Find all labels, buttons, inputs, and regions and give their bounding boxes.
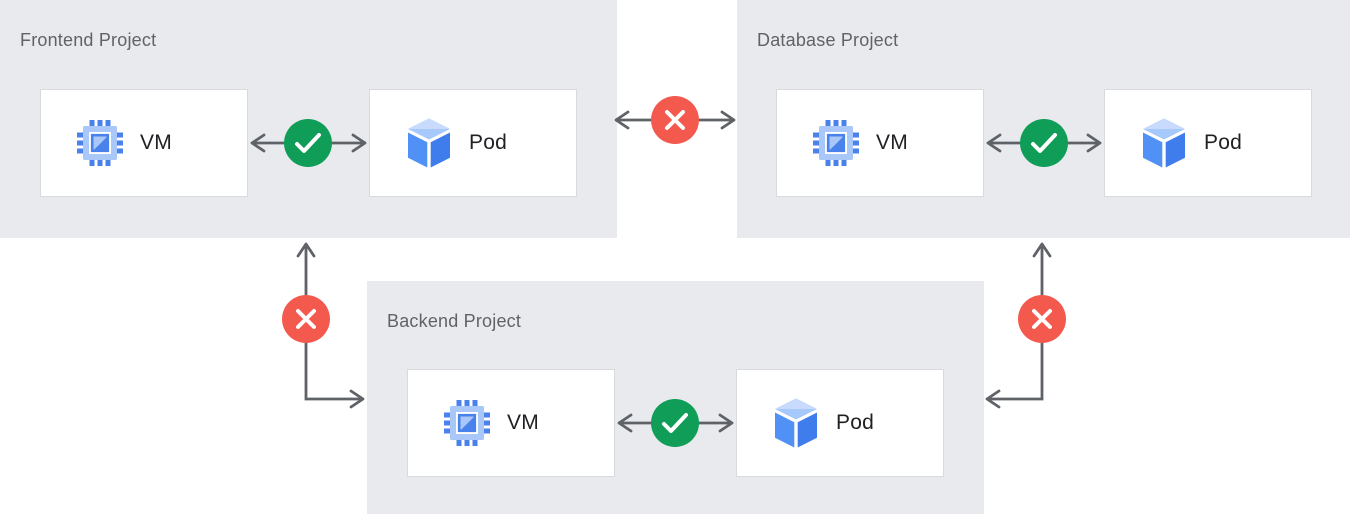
pod-cube-icon bbox=[1140, 117, 1188, 169]
backend-project-title: Backend Project bbox=[387, 311, 522, 331]
compute-engine-vm-icon bbox=[812, 119, 860, 167]
arrowhead-up-icon bbox=[1032, 242, 1052, 258]
pod-cube-icon bbox=[405, 117, 453, 169]
panel-frontend-project: Frontend Project VM Pod bbox=[0, 0, 617, 238]
blocked-status-circle bbox=[651, 96, 699, 144]
blocked-status-circle bbox=[1018, 295, 1066, 343]
frontend-project-title: Frontend Project bbox=[20, 30, 157, 50]
blocked-status-circle bbox=[282, 295, 330, 343]
frontend-vm-node: VM bbox=[40, 89, 248, 197]
pod-node-label: Pod bbox=[836, 411, 874, 434]
database-project-title: Database Project bbox=[757, 30, 899, 50]
frontend-backend-connection bbox=[282, 242, 365, 409]
pod-node-label: Pod bbox=[469, 131, 507, 154]
arrow-line bbox=[987, 244, 1044, 401]
x-icon bbox=[296, 309, 316, 329]
pod-cube-icon bbox=[772, 397, 820, 449]
x-icon bbox=[1032, 309, 1052, 329]
arrowhead-up-icon bbox=[296, 242, 316, 258]
vm-node-label: VM bbox=[140, 131, 172, 154]
arrowhead-left-icon bbox=[614, 110, 630, 130]
arrowhead-left-icon bbox=[985, 389, 1001, 409]
arrowhead-right-icon bbox=[349, 389, 365, 409]
panel-backend-project: Backend Project VM Pod bbox=[367, 281, 984, 514]
frontend-database-connection bbox=[614, 96, 736, 144]
panel-database-project: Database Project VM Pod bbox=[737, 0, 1350, 238]
backend-pod-node: Pod bbox=[736, 369, 944, 477]
arrow-line bbox=[304, 244, 363, 401]
x-icon bbox=[665, 110, 685, 130]
arrowhead-right-icon bbox=[720, 110, 736, 130]
vm-node-label: VM bbox=[876, 131, 908, 154]
backend-vm-node: VM bbox=[407, 369, 615, 477]
compute-engine-vm-icon bbox=[443, 399, 491, 447]
database-pod-node: Pod bbox=[1104, 89, 1312, 197]
compute-engine-vm-icon bbox=[76, 119, 124, 167]
pod-node-label: Pod bbox=[1204, 131, 1242, 154]
vm-node-label: VM bbox=[507, 411, 539, 434]
database-vm-node: VM bbox=[776, 89, 984, 197]
frontend-pod-node: Pod bbox=[369, 89, 577, 197]
database-backend-connection bbox=[985, 242, 1066, 409]
